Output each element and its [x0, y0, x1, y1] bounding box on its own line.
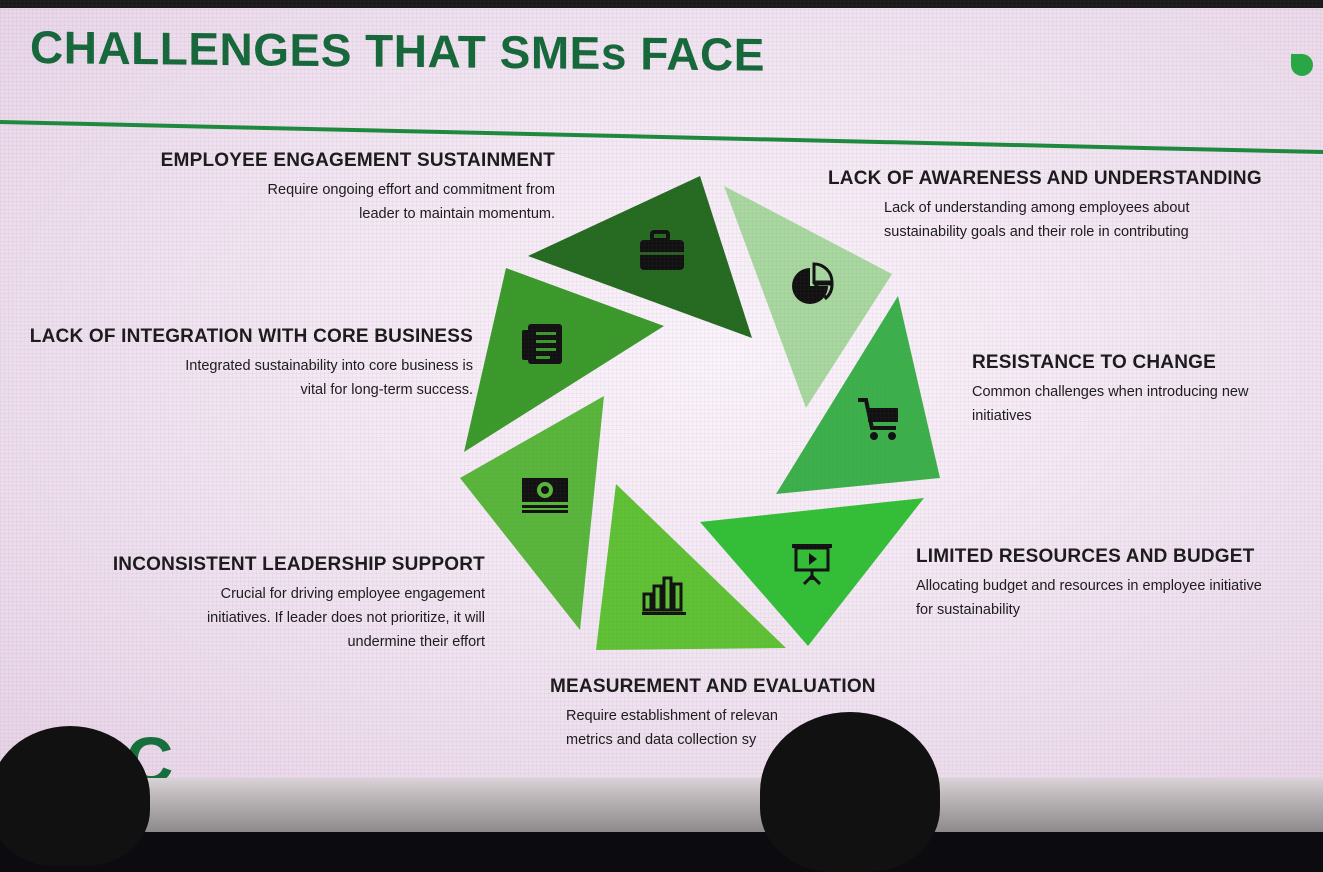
challenge-heading: RESISTANCE TO CHANGE: [972, 352, 1216, 373]
challenge-description: Common challenges when introducing new i…: [972, 380, 1248, 428]
challenge-description: Lack of understanding among employees ab…: [828, 196, 1262, 244]
audience-head-center: [760, 712, 940, 872]
challenge-description: Allocating budget and resources in emplo…: [916, 574, 1262, 622]
description-line: sustainability goals and their role in c…: [884, 224, 1189, 240]
description-line: Allocating budget and resources in emplo…: [916, 578, 1262, 594]
projection-screen: CHALLENGES THAT SMEs FACE: [0, 0, 1323, 790]
description-line: metrics and data collection sy: [566, 732, 757, 748]
presentation-board-icon: [790, 540, 838, 588]
description-line: initiatives. If leader does not prioriti…: [206, 610, 485, 626]
challenge-description: Require ongoing effort and commitment fr…: [161, 178, 555, 226]
segment-lack-of-integration: [464, 268, 664, 452]
description-line: initiatives: [972, 408, 1032, 424]
document-list-icon: [522, 322, 570, 370]
shopping-cart-icon: [856, 396, 904, 444]
audience-head-left: [0, 726, 150, 866]
description-line: Require establishment of relevan: [566, 708, 778, 724]
challenge-employee-engagement: EMPLOYEE ENGAGEMENT SUSTAINMENT Require …: [161, 150, 555, 226]
description-line: Integrated sustainability into core busi…: [185, 358, 473, 374]
description-line: Lack of understanding among employees ab…: [884, 200, 1190, 216]
pie-chart-icon: [788, 262, 836, 310]
challenge-lack-of-integration: LACK OF INTEGRATION WITH CORE BUSINESS I…: [30, 326, 473, 402]
challenge-heading: INCONSISTENT LEADERSHIP SUPPORT: [112, 554, 485, 575]
challenge-heading: LIMITED RESOURCES AND BUDGET: [916, 546, 1255, 567]
banknote-icon: [522, 472, 570, 520]
challenge-heading: MEASUREMENT AND EVALUATION: [550, 676, 876, 697]
description-line: undermine their effort: [347, 634, 485, 650]
challenge-resistance-to-change: RESISTANCE TO CHANGE Common challenges w…: [972, 352, 1248, 428]
challenge-heading: LACK OF INTEGRATION WITH CORE BUSINESS: [29, 326, 473, 347]
briefcase-icon: [640, 230, 688, 278]
stage-floor: [0, 778, 1323, 832]
segment-resistance-to-change: [776, 296, 940, 494]
challenge-description: Integrated sustainability into core busi…: [30, 354, 473, 402]
description-line: Require ongoing effort and commitment fr…: [267, 182, 555, 198]
screen-top-edge: [0, 0, 1323, 8]
challenge-heading: EMPLOYEE ENGAGEMENT SUSTAINMENT: [160, 150, 555, 171]
description-line: Common challenges when introducing new: [972, 384, 1249, 400]
challenge-measurement: MEASUREMENT AND EVALUATION Require estab…: [550, 676, 876, 752]
challenge-description: Crucial for driving employee engagement …: [113, 582, 485, 654]
description-line: Crucial for driving employee engagement: [220, 586, 485, 602]
challenge-description: Require establishment of relevan metrics…: [550, 704, 876, 752]
challenge-inconsistent-leadership: INCONSISTENT LEADERSHIP SUPPORT Crucial …: [113, 554, 485, 654]
corner-logo-icon: [1291, 54, 1313, 76]
description-line: leader to maintain momentum.: [359, 206, 555, 222]
description-line: for sustainability: [916, 602, 1020, 618]
challenge-lack-of-awareness: LACK OF AWARENESS AND UNDERSTANDING Lack…: [828, 168, 1262, 244]
bar-chart-icon: [642, 570, 690, 618]
description-line: vital for long-term success.: [300, 382, 473, 398]
challenge-limited-resources: LIMITED RESOURCES AND BUDGET Allocating …: [916, 546, 1262, 622]
challenge-heading: LACK OF AWARENESS AND UNDERSTANDING: [828, 168, 1262, 189]
